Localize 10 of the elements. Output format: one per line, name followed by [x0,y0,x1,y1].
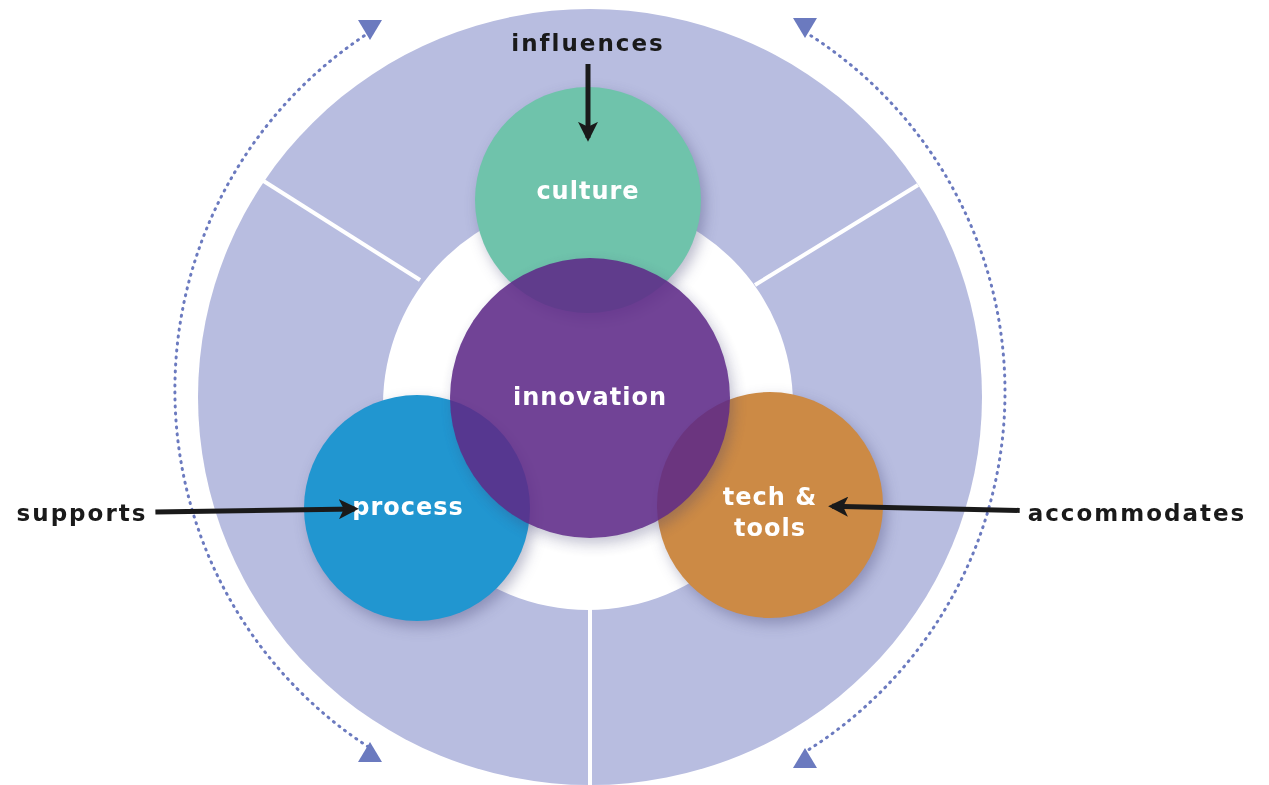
arrow [578,64,598,142]
arrow [155,499,359,520]
relation-label: influences [511,30,665,56]
arrow [828,496,1020,517]
relation-label: supports [16,500,148,526]
circle-label: tech & tools [721,481,819,544]
circle-label: innovation [513,382,667,414]
circle-label: culture [536,176,640,208]
circle-label: process [352,492,464,524]
relation-label: accommodates [1027,500,1247,526]
